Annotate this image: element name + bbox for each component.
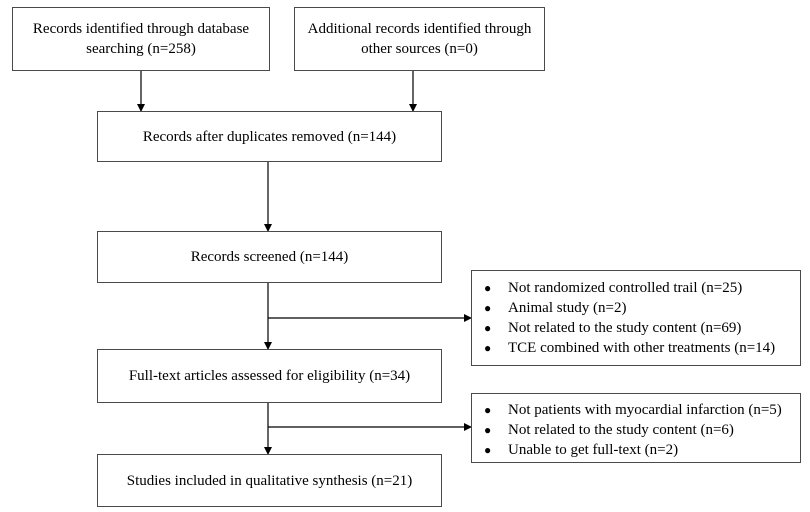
list-item: ● Unable to get full-text (n=2) [472, 440, 800, 460]
database-search-line2: searching (n=258) [86, 41, 196, 57]
database-search-line1: Records identified through database [32, 21, 250, 37]
box-records-screened: Records screened (n=144) [97, 231, 442, 283]
duplicates-removed-label: Records after duplicates removed (n=144) [142, 128, 397, 145]
box-full-text-assessed: Full-text articles assessed for eligibil… [97, 349, 442, 403]
bullet-icon: ● [484, 281, 492, 295]
excluded-screening-reason: Animal study (n=2) [508, 300, 627, 316]
list-item: ● Not randomized controlled trail (n=25) [472, 278, 800, 298]
list-item: ● Not related to the study content (n=6) [472, 420, 800, 440]
excluded-full-text-reason: Unable to get full-text (n=2) [508, 442, 679, 458]
other-sources-line2: other sources (n=0) [361, 41, 478, 57]
excluded-full-text-reason: Not related to the study content (n=6) [508, 422, 734, 438]
records-screened-label: Records screened (n=144) [190, 249, 349, 265]
bullet-icon: ● [484, 341, 492, 355]
box-studies-included: Studies included in qualitative synthesi… [97, 454, 442, 507]
box-excluded-screening: ●Not randomized controlled trail (n=25) … [471, 270, 801, 366]
excluded-screening-reason: Not randomized controlled trail (n=25) [508, 280, 743, 296]
box-other-sources: Additional records identified through ot… [294, 7, 545, 71]
box-excluded-full-text: ● Not patients with myocardial infarction… [471, 393, 801, 463]
bullet-icon: ● [484, 403, 492, 417]
bullet-icon: ● [484, 443, 492, 457]
excluded-screening-list: ●Not randomized controlled trail (n=25) … [472, 278, 800, 358]
list-item: ● TCE combined with other treatments (n=1… [472, 338, 800, 358]
bullet-icon: ● [484, 423, 492, 437]
bullet-icon: ● [484, 301, 492, 315]
full-text-assessed-label: Full-text articles assessed for eligibil… [128, 368, 411, 384]
excluded-screening-reason: TCE combined with other treatments (n=14… [508, 340, 776, 356]
studies-included-label: Studies included in qualitative synthesi… [126, 472, 413, 489]
list-item: ● Not related to the study content (n=69) [472, 318, 800, 338]
other-sources-line1: Additional records identified through [307, 21, 532, 37]
excluded-full-text-list: ● Not patients with myocardial infarction… [472, 400, 800, 460]
list-item: ● Not patients with myocardial infarction… [472, 400, 800, 420]
box-duplicates-removed: Records after duplicates removed (n=144) [97, 111, 442, 162]
list-item: ● Animal study (n=2) [472, 298, 800, 318]
excluded-full-text-reason: Not patients with myocardial infarction … [508, 402, 782, 418]
excluded-screening-reason: Not related to the study content (n=69) [508, 320, 742, 336]
bullet-icon: ● [484, 321, 492, 335]
box-database-search: Records identified through database sear… [12, 7, 270, 71]
